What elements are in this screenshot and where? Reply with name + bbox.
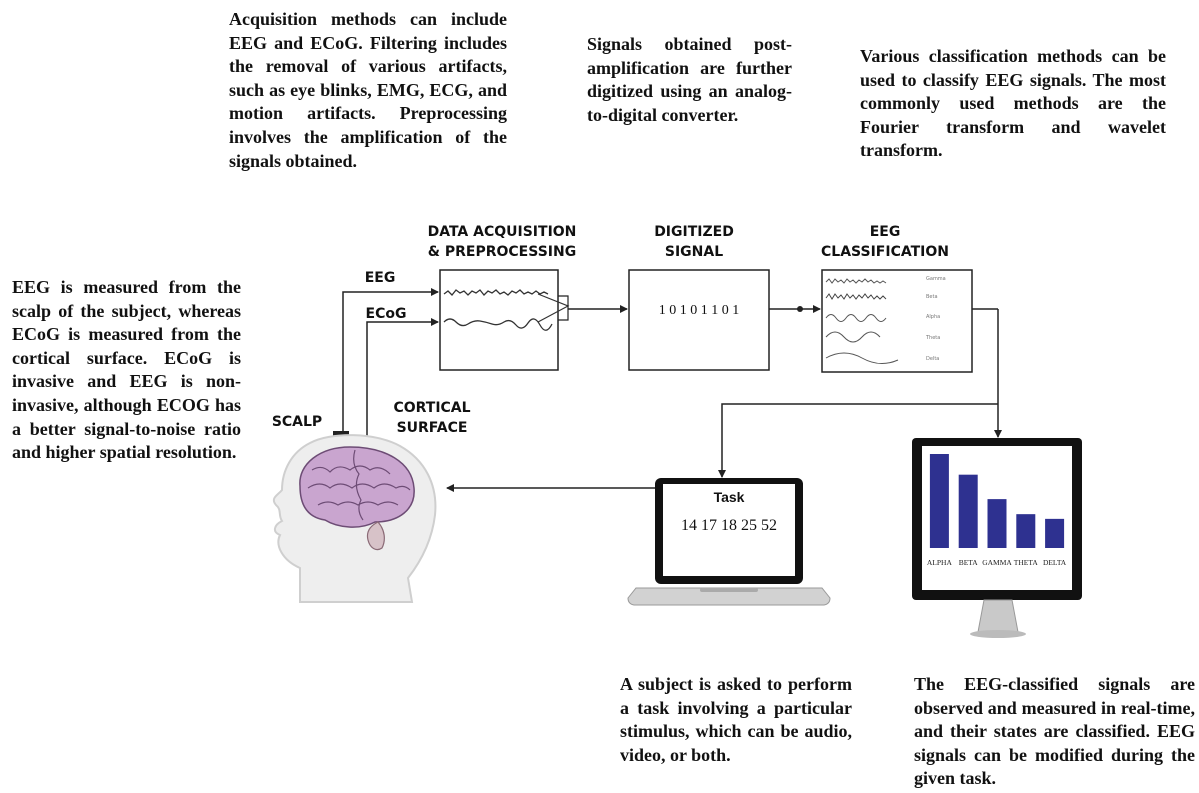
acquisition-annotation: Acquisition methods can include EEG and … [229,9,507,171]
task-annotation: A subject is asked to perform a task inv… [620,674,852,765]
laptop-task-title: Task [714,489,745,505]
cortical-surface-label: CORTICAL SURFACE [393,400,471,436]
bar-beta [958,474,978,548]
digitized-block [628,269,770,371]
bar-delta [1045,518,1065,548]
bar-label-theta: THETA [1014,558,1039,567]
laptop-task-numbers: 14 17 18 25 52 [681,517,777,534]
binary-sequence: 1 0 1 0 1 1 0 1 [659,303,740,318]
acquisition-title: DATA ACQUISITION & PREPROCESSING [427,224,577,260]
to-laptop-line [718,403,998,478]
bar-theta [1016,514,1036,548]
eeg-input-label: EEG [364,270,396,286]
bar-alpha [929,454,949,548]
bar-gamma [987,499,1007,548]
monitor-annotation: The EEG-classified signals are observed … [914,674,1195,789]
svg-text:Theta: Theta [925,335,940,341]
classification-annotation: Various classification methods can be us… [860,46,1166,161]
classification-title: EEG CLASSIFICATION [821,224,949,260]
scalp-label: SCALP [271,414,323,430]
digitization-annotation: Signals obtained post-amplification are … [587,34,792,125]
svg-text:Beta: Beta [926,294,938,300]
bar-label-alpha: ALPHA [927,558,953,567]
svg-text:Alpha: Alpha [926,314,940,320]
ecog-input-label: ECoG [365,306,407,322]
svg-text:Gamma: Gamma [926,276,946,282]
acquisition-block [439,269,559,371]
laptop-icon [627,478,831,606]
eeg-input-line [342,288,439,432]
ecog-input-line [366,318,439,450]
measurement-annotation: EEG is measured from the scalp of the su… [12,277,241,463]
brain-icon [299,446,415,551]
classification-block [821,269,973,373]
digitized-title: DIGITIZED SIGNAL [654,224,734,260]
bar-label-beta: BETA [959,558,979,567]
eeg-waveform [443,289,549,296]
bar-label-delta: DELTA [1043,558,1067,567]
ecog-waveform [443,318,553,331]
svg-text:Delta: Delta [926,356,939,362]
bar-label-gamma: GAMMA [982,558,1012,567]
